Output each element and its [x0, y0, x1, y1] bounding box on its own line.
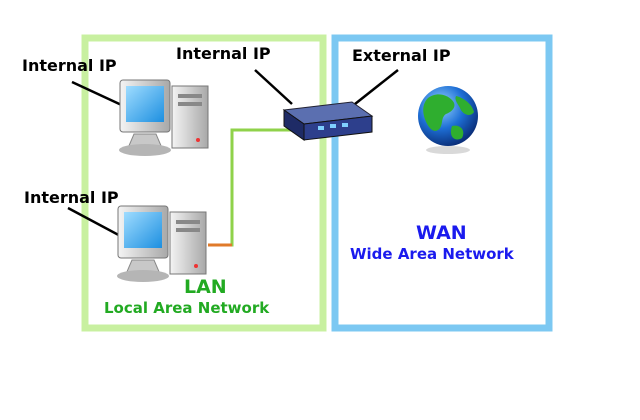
- external-ip-label: External IP: [352, 46, 451, 65]
- wan-subtitle: Wide Area Network: [350, 245, 514, 263]
- desktop-computer-icon: [117, 205, 207, 282]
- internal-ip-label-2: Internal IP: [24, 188, 119, 207]
- callout-line-external-ip: [354, 69, 399, 105]
- callout-line-internal-ip-1: [71, 80, 129, 110]
- router-icon: [282, 101, 374, 141]
- lan-subtitle: Local Area Network: [104, 299, 270, 317]
- lan-title: LAN: [184, 276, 227, 298]
- internal-ip-router-label: Internal IP: [176, 44, 271, 63]
- wan-title: WAN: [416, 222, 467, 244]
- lan-zone-border: [81, 34, 327, 332]
- callout-line-internal-ip-router: [254, 69, 293, 105]
- cable-computer2-router: [208, 128, 292, 247]
- globe-icon: [418, 86, 478, 154]
- internal-ip-label-1: Internal IP: [22, 56, 117, 75]
- network-cables: [208, 118, 420, 247]
- wan-zone-border: [331, 34, 553, 332]
- desktop-computer-icon: [119, 79, 209, 156]
